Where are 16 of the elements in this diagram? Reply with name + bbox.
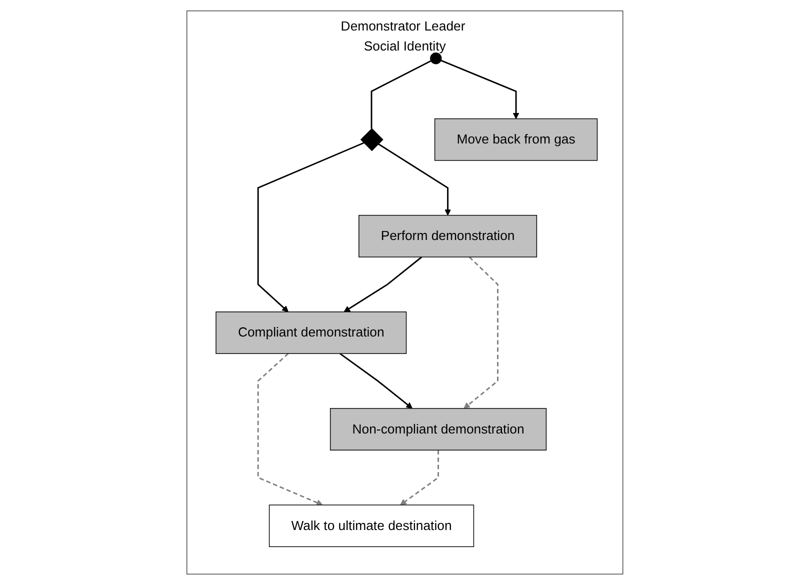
node-box: Move back from gas xyxy=(434,118,598,161)
connector xyxy=(370,60,432,129)
arrow xyxy=(440,60,520,120)
node-diamond xyxy=(360,128,384,152)
node-circle xyxy=(430,52,442,64)
node-box: Non-compliant demonstration xyxy=(330,408,547,450)
arrow xyxy=(257,142,364,312)
arrow xyxy=(464,256,499,409)
arrow xyxy=(257,353,323,506)
arrow xyxy=(400,450,440,506)
node-box: Compliant demonstration xyxy=(216,312,407,354)
arrow xyxy=(344,256,422,312)
arrow xyxy=(378,143,452,216)
node-box: Walk to ultimate destination xyxy=(269,504,474,548)
node-box: Perform demonstration xyxy=(358,214,538,258)
arrow xyxy=(340,352,413,409)
